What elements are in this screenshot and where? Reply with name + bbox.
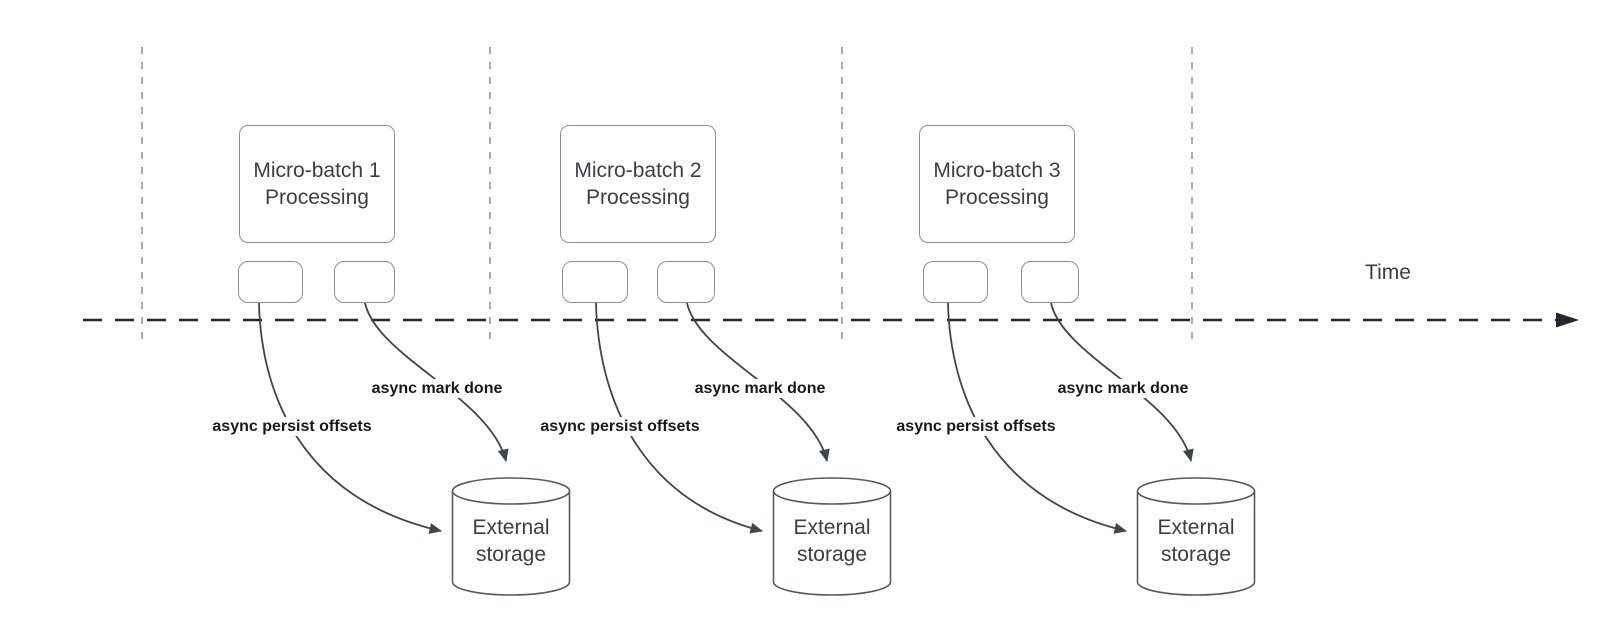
- offset-task-box-2a: [562, 261, 628, 303]
- cylinder-icon: [1136, 477, 1256, 596]
- persist-offsets-label-1: async persist offsets: [209, 417, 375, 436]
- micro-batch-box-1-title: Micro-batch 1: [253, 159, 381, 182]
- cylinder-icon: [451, 477, 571, 596]
- micro-batch-box-3-subtitle: Processing: [945, 186, 1049, 209]
- offset-task-box-1b: [334, 261, 395, 303]
- storage-label-line1: External: [472, 516, 550, 539]
- time-axis-arrowhead-icon: [1556, 312, 1579, 328]
- storage-label-line2: storage: [796, 543, 868, 566]
- micro-batch-box-1-subtitle: Processing: [265, 186, 369, 209]
- mark-done-arrow-2: [686, 302, 830, 462]
- offset-task-box-1a: [238, 261, 303, 303]
- mark-done-label-1: async mark done: [368, 379, 506, 398]
- storage-label-line1: External: [1157, 516, 1235, 539]
- mark-done-label-2: async mark done: [691, 379, 829, 398]
- storage-label-line2: storage: [1160, 543, 1232, 566]
- micro-batch-box-3: Micro-batch 3 Processing: [919, 125, 1075, 243]
- storage-label-line2: storage: [475, 543, 547, 566]
- offset-task-box-3b: [1021, 261, 1079, 303]
- mark-done-arrow-3: [1050, 302, 1194, 462]
- external-storage-cylinder-2: External storage: [772, 477, 892, 599]
- external-storage-cylinder-1: External storage: [451, 477, 571, 599]
- micro-batch-box-1: Micro-batch 1 Processing: [239, 125, 395, 243]
- storage-label-line1: External: [793, 516, 871, 539]
- persist-offsets-label-3: async persist offsets: [893, 417, 1059, 436]
- cylinder-icon: [772, 477, 892, 596]
- offset-task-box-3a: [923, 261, 988, 303]
- persist-offsets-arrow-2: [595, 302, 763, 534]
- mark-done-arrow-1: [364, 302, 509, 462]
- micro-batch-box-3-title: Micro-batch 3: [933, 159, 1061, 182]
- micro-batch-box-2-title: Micro-batch 2: [574, 159, 702, 182]
- time-axis-label: Time: [1365, 261, 1411, 284]
- micro-batch-box-2-subtitle: Processing: [586, 186, 690, 209]
- micro-batch-box-2: Micro-batch 2 Processing: [560, 125, 716, 243]
- persist-offsets-arrow-1: [258, 302, 442, 534]
- persist-offsets-label-2: async persist offsets: [537, 417, 703, 436]
- persist-offsets-arrow-3: [947, 302, 1127, 534]
- external-storage-cylinder-3: External storage: [1136, 477, 1256, 599]
- mark-done-label-3: async mark done: [1054, 379, 1192, 398]
- offset-task-box-2b: [657, 261, 715, 303]
